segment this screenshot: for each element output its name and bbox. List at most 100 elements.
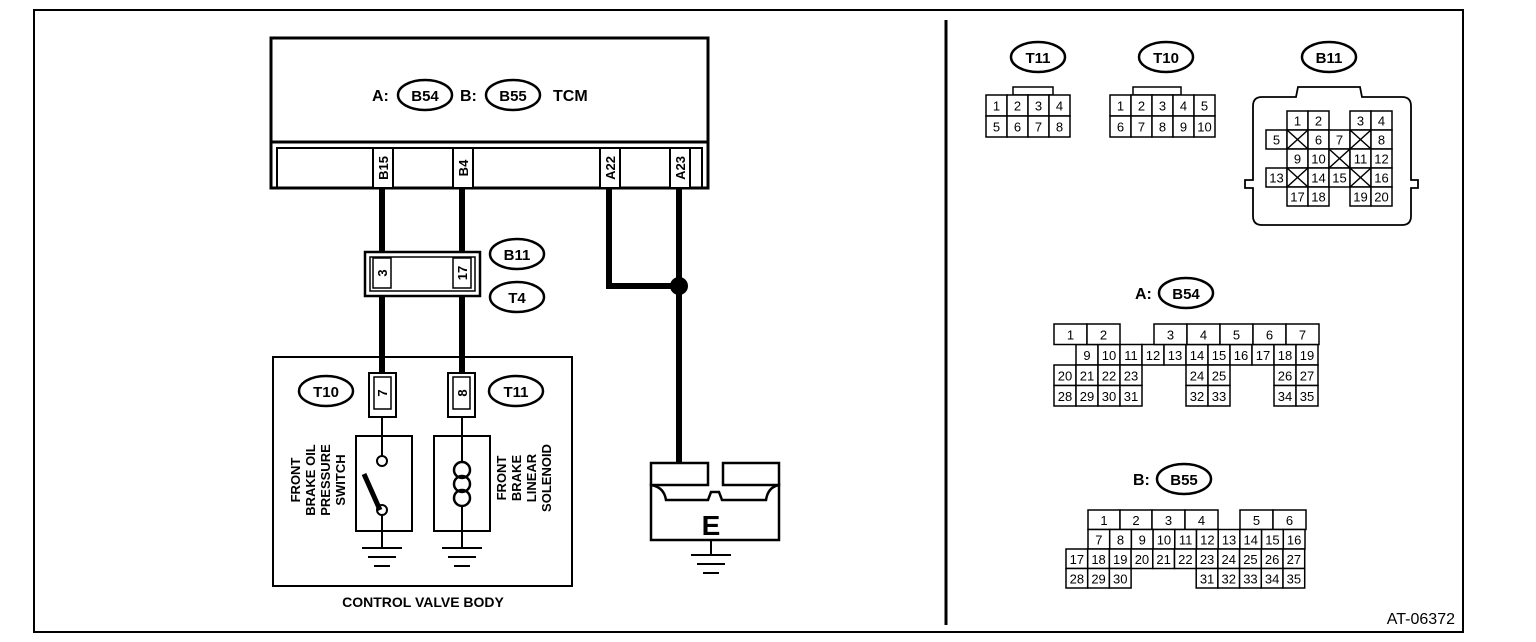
harness-connector-top: B11 [504, 247, 531, 264]
pin-number: 1 [1294, 114, 1301, 129]
pin-number: 9 [1083, 348, 1090, 363]
pin-number: 8 [1056, 120, 1063, 135]
pin-number: 10 [1102, 348, 1116, 363]
pin-number: 15 [1212, 348, 1226, 363]
pin-number: 2 [1315, 114, 1322, 129]
pin-cell [1108, 567, 1132, 589]
harness-pin-17: 17 [455, 266, 470, 280]
pin-number: 21 [1080, 368, 1094, 383]
pin-number: 19 [1300, 348, 1314, 363]
linear-solenoid-label: FRONT BRAKE LINEAR SOLENOID [494, 444, 554, 512]
pin-number: 13 [1269, 171, 1283, 186]
solenoid-symbol [433, 417, 491, 567]
pin-number: 9 [1180, 120, 1187, 135]
pin-number: 16 [1287, 532, 1301, 547]
pin-number: 13 [1168, 348, 1182, 363]
valve-left-connector: T10 [313, 384, 339, 401]
valve-right-connector: T11 [503, 384, 528, 401]
pin-number: 9 [1139, 532, 1146, 547]
pin-number: 10 [1311, 152, 1325, 167]
pin-number: 20 [1135, 552, 1149, 567]
pin-number: 7 [1336, 133, 1343, 148]
pin-number: 13 [1222, 532, 1236, 547]
ground-point [649, 461, 781, 574]
tcm-connector-b: B55 [499, 88, 527, 105]
pin-number: 3 [1357, 114, 1364, 129]
svg-text:T10: T10 [1153, 50, 1179, 67]
pin-number: 26 [1278, 368, 1292, 383]
figure-id: AT-06372 [1387, 611, 1455, 628]
pin-cell [1282, 567, 1306, 589]
pin-number: 34 [1278, 389, 1292, 404]
pin-number: 4 [1198, 513, 1205, 528]
pin-number: 1 [1100, 513, 1107, 528]
svg-text:T11: T11 [1025, 50, 1050, 67]
pin-number: 24 [1190, 368, 1204, 383]
pin-number: 18 [1091, 552, 1105, 567]
pin-cell [1048, 115, 1071, 138]
control-valve-body-label: CONTROL VALVE BODY [342, 594, 504, 610]
pin-number: 5 [1273, 133, 1280, 148]
pin-number: 28 [1058, 389, 1072, 404]
pin-number: 3 [1035, 99, 1042, 114]
pin-number: 4 [1200, 327, 1207, 342]
pin-number: 6 [1315, 133, 1322, 148]
tcm-prefix-b: B: [460, 88, 477, 105]
pressure-switch-label: FRONT BRAKE OIL PRESSURE SWITCH [288, 444, 348, 516]
pin-number: 6 [1014, 120, 1021, 135]
pin-number: 27 [1287, 552, 1301, 567]
valve-right-pin: 8 [455, 389, 470, 396]
pin-number: 4 [1378, 114, 1385, 129]
pin-number: 1 [1117, 99, 1124, 114]
harness-connector-bottom: T4 [508, 290, 526, 307]
pin-number: 8 [1378, 133, 1385, 148]
pin-number: 2 [1014, 99, 1021, 114]
outer-frame [33, 9, 1464, 633]
pin-number: 16 [1374, 171, 1388, 186]
blank-pin-cross [1286, 167, 1309, 188]
pin-number: 7 [1095, 532, 1102, 547]
tcm-unit: A: B54 B: B55 TCM B15 B4 A22 A23 [269, 36, 710, 190]
pin-number: 12 [1200, 532, 1214, 547]
pin-number: 3 [1159, 99, 1166, 114]
pin-cell [1193, 115, 1216, 138]
svg-text:SWITCH: SWITCH [333, 454, 348, 505]
pin-number: 8 [1159, 120, 1166, 135]
pin-number: 25 [1212, 368, 1226, 383]
pin-number: 18 [1311, 190, 1325, 205]
svg-text:LINEAR: LINEAR [524, 453, 539, 502]
pin-number: 31 [1200, 571, 1214, 586]
pin-number: 33 [1212, 389, 1226, 404]
tcm-connector-a-oval [396, 78, 454, 112]
pin-number: 30 [1113, 571, 1127, 586]
svg-text:BRAKE OIL: BRAKE OIL [303, 444, 318, 516]
pin-number: 17 [1256, 348, 1270, 363]
pin-number: 17 [1290, 190, 1304, 205]
pin-cell [1086, 323, 1121, 346]
pin-number: 20 [1374, 190, 1388, 205]
pin-number: 2 [1138, 99, 1145, 114]
pin-number: 24 [1222, 552, 1236, 567]
harness-pin-3: 3 [375, 269, 390, 276]
pin-number: 12 [1374, 152, 1388, 167]
pin-number: 14 [1244, 532, 1258, 547]
pin-number: 3 [1165, 513, 1172, 528]
pin-number: 32 [1222, 571, 1236, 586]
tcm-connector-b-oval [484, 78, 542, 112]
tcm-connector-a: B54 [411, 88, 439, 105]
pin-number: 2 [1132, 513, 1139, 528]
pin-number: 22 [1178, 552, 1192, 567]
pin-number: 25 [1243, 552, 1257, 567]
tcm-label: TCM [553, 88, 588, 105]
blank-pin-cross [1349, 167, 1372, 188]
svg-text:B:: B: [1133, 472, 1150, 489]
svg-text:BRAKE: BRAKE [509, 455, 524, 502]
pin-number: 16 [1234, 348, 1248, 363]
pressure-switch-symbol [355, 417, 413, 567]
pin-number: 1 [1067, 327, 1074, 342]
pin-number: 11 [1354, 152, 1368, 167]
pin-number: 21 [1156, 552, 1170, 567]
